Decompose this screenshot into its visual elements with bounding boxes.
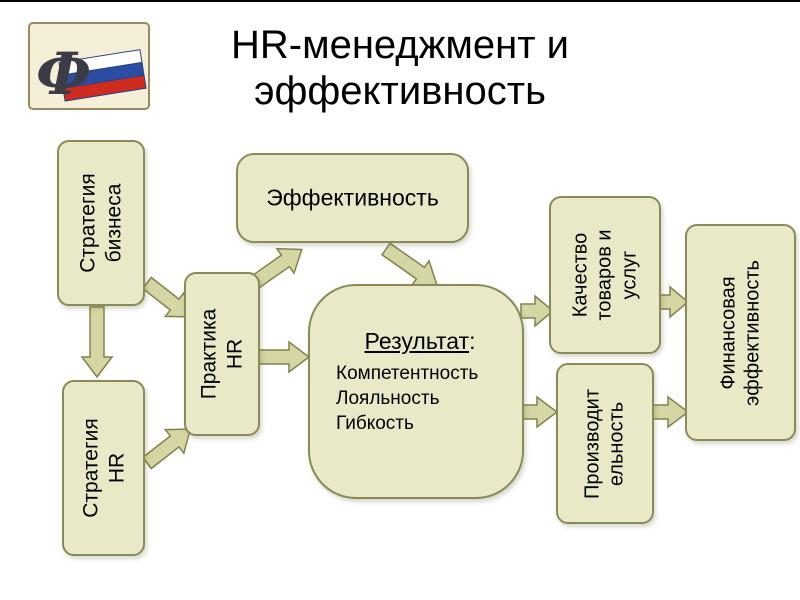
result-item-loyalty: Лояльность: [336, 388, 440, 410]
arrow-result-to-productivity: [520, 395, 559, 429]
box-strategy-hr: Стратегия HR: [62, 380, 145, 556]
box-quality: Качество товаров и услуг: [549, 196, 661, 354]
box-practice-hr-label: Практика HR: [197, 308, 246, 400]
slide-title: HR-менеджмент и эффективность: [230, 23, 569, 113]
box-productivity-label: Производит ельность: [581, 388, 628, 499]
logo: Ф: [28, 22, 150, 110]
box-effectiveness-label: Эффективность: [266, 184, 439, 211]
box-quality-label: Качество товаров и услуг: [569, 229, 641, 321]
result-item-flexibility: Гибкость: [336, 413, 414, 435]
arrow-productivity-to-financial: [650, 395, 690, 429]
slide-top-border: [0, 0, 800, 2]
russian-flag-icon: [58, 49, 147, 102]
box-practice-hr: Практика HR: [184, 272, 260, 436]
box-productivity: Производит ельность: [556, 363, 654, 524]
box-strategy-business-label: Стратегия бизнеса: [76, 173, 125, 273]
box-financial-label: Финансовая эффективность: [717, 259, 764, 406]
arrow-practice-to-result: [258, 340, 311, 374]
result-content: Результат: Компетентность Лояльность Гиб…: [310, 286, 522, 436]
result-heading: Результат:: [336, 328, 504, 355]
box-result: Результат: Компетентность Лояльность Гиб…: [308, 284, 524, 499]
arrow-business-to-hr-strategy: [80, 306, 114, 379]
box-effectiveness: Эффективность: [236, 153, 469, 243]
logo-letter: Ф: [36, 40, 91, 108]
result-item-competence: Компетентность: [336, 363, 479, 384]
box-strategy-business: Стратегия бизнеса: [57, 140, 145, 306]
result-heading-text: Результат: [364, 328, 470, 354]
box-strategy-hr-label: Стратегия HR: [78, 418, 128, 518]
box-financial: Финансовая эффективность: [685, 224, 796, 441]
flag-stripe-red: [62, 74, 147, 102]
result-heading-colon: :: [469, 328, 476, 354]
